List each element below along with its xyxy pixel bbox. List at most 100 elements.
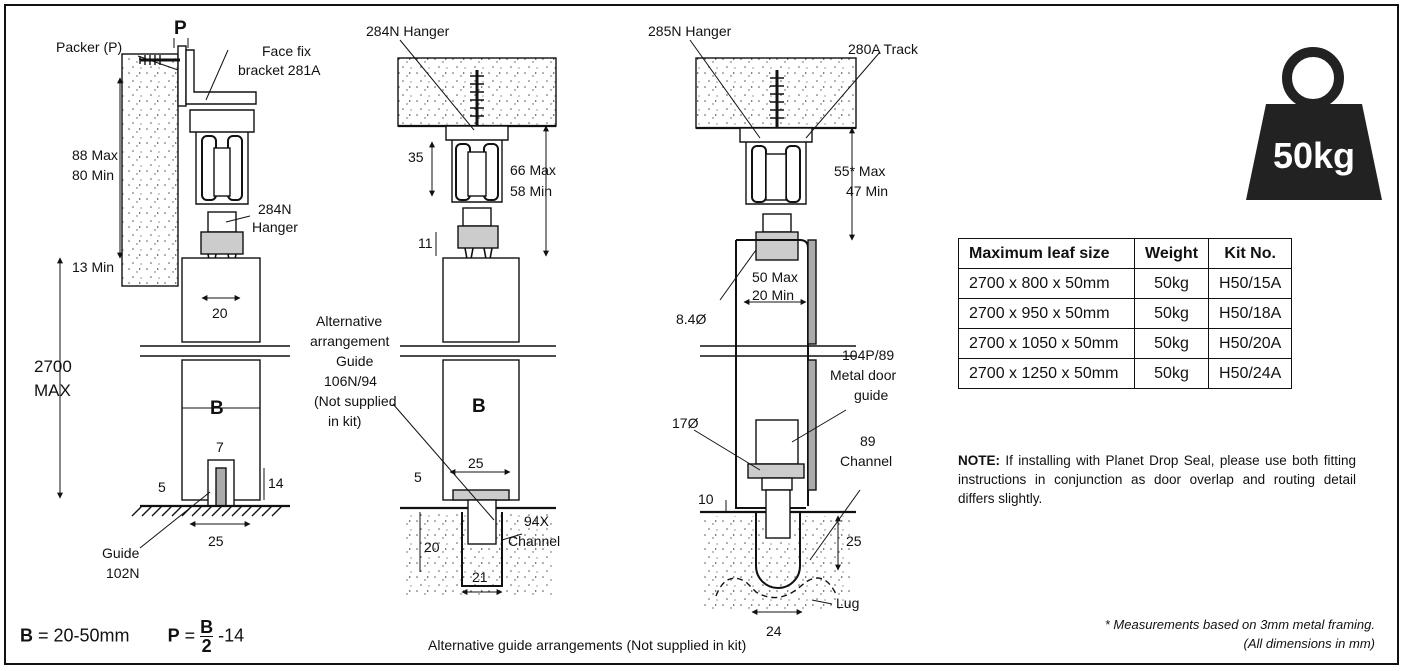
dim-66-label: 66 Max xyxy=(510,162,556,178)
face-fix-label-1: Face fix xyxy=(262,43,311,59)
track280-label: 280A Track xyxy=(848,41,919,57)
note-label: NOTE: xyxy=(958,453,1000,468)
bottom-caption: Alternative guide arrangements (Not supp… xyxy=(428,637,746,653)
dim-24-label: 24 xyxy=(766,623,782,639)
cell-weight: 50kg xyxy=(1133,358,1210,389)
cell-weight: 50kg xyxy=(1133,328,1210,359)
dim-2700-label-1: 2700 xyxy=(34,357,72,376)
cell-leaf-size: 2700 x 1050 x 50mm xyxy=(958,328,1135,359)
lug-label: Lug xyxy=(836,595,859,611)
dim-10-label: 10 xyxy=(698,491,714,507)
drawing-labels: P Packer (P) Face fix bracket 281A 284N … xyxy=(34,18,919,653)
hanger284-mid-label: 284N Hanger xyxy=(366,23,450,39)
formula-fraction: B 2 xyxy=(200,617,214,656)
alt-label-5: (Not supplied xyxy=(314,393,397,409)
drawing-frame xyxy=(4,4,1399,665)
alt-label-4: 106N/94 xyxy=(324,373,377,389)
cell-kit-no: H50/24A xyxy=(1208,358,1293,389)
middle-detail xyxy=(392,39,557,596)
table-row: 2700 x 950 x 50mm 50kg H50/18A xyxy=(958,298,1293,329)
dim-17-label: 17Ø xyxy=(672,415,699,431)
formula-p-symbol: P xyxy=(167,625,180,646)
mid-door-top xyxy=(442,257,520,343)
ch94-label-2: Channel xyxy=(508,533,560,549)
dim-5-mid-label: 5 xyxy=(414,469,422,485)
footnote: * Measurements based on 3mm metal framin… xyxy=(1105,615,1375,653)
cell-leaf-size: 2700 x 800 x 50mm xyxy=(958,268,1135,299)
lug-path xyxy=(715,577,837,599)
guide-label-1: Guide xyxy=(102,545,140,561)
hanger284-left-label-1: 284N xyxy=(258,201,291,217)
face-fix-label-2: bracket 281A xyxy=(238,62,321,78)
footnote-line-2: (All dimensions in mm) xyxy=(1243,636,1375,651)
note-text: If installing with Planet Drop Seal, ple… xyxy=(958,453,1356,506)
hanger285-label: 285N Hanger xyxy=(648,23,732,39)
dim-84-label: 8.4Ø xyxy=(676,311,706,327)
cell-leaf-size: 2700 x 1250 x 50mm xyxy=(958,358,1135,389)
hanger-plate xyxy=(200,231,244,255)
dim-55-label: 55* Max xyxy=(834,163,885,179)
dim-14-label: 14 xyxy=(268,475,284,491)
b-mid-label: B xyxy=(472,396,486,417)
alt-label-6: in kit) xyxy=(328,413,361,429)
formula-eq: = xyxy=(179,625,201,646)
dim-13-label: 13 Min xyxy=(72,259,114,275)
dim-25-right-label: 25 xyxy=(846,533,862,549)
dim-50-label: 50 Max xyxy=(752,269,798,285)
alt-label-3: Guide xyxy=(336,353,374,369)
dim-58-label: 58 Min xyxy=(510,183,552,199)
formula-denominator: 2 xyxy=(201,636,212,656)
mid-door-bottom xyxy=(442,359,520,501)
dim-25-left-label: 25 xyxy=(208,533,224,549)
cell-leaf-size: 2700 x 950 x 50mm xyxy=(958,298,1135,329)
weight-icon: 50kg xyxy=(1246,47,1382,200)
door-leaf-top xyxy=(181,257,261,343)
guide-label-2: 102N xyxy=(106,565,139,581)
installation-note: NOTE: If installing with Planet Drop Sea… xyxy=(958,451,1356,508)
formula-minus: -14 xyxy=(213,625,245,646)
formula-numerator: B xyxy=(200,617,214,637)
footnote-line-1: * Measurements based on 3mm metal framin… xyxy=(1104,617,1375,632)
dim-21-label: 21 xyxy=(472,569,488,585)
col-header-kit-no: Kit No. xyxy=(1208,238,1293,269)
col-header-weight: Weight xyxy=(1133,238,1210,269)
mdg-label-3: guide xyxy=(854,387,888,403)
face-fix-bracket xyxy=(185,49,257,105)
alt-label-2: arrangement xyxy=(310,333,389,349)
formula-b-symbol: B xyxy=(20,625,33,646)
right-detail xyxy=(689,39,881,615)
dim-20-mid-label: 20 xyxy=(424,539,440,555)
cell-kit-no: H50/15A xyxy=(1208,268,1293,299)
cell-kit-no: H50/18A xyxy=(1208,298,1293,329)
packer xyxy=(177,45,187,107)
cell-weight: 50kg xyxy=(1133,268,1210,299)
ch94-label-1: 94X xyxy=(524,513,550,529)
dim-5-left-label: 5 xyxy=(158,479,166,495)
left-detail xyxy=(57,38,290,549)
kit-spec-table: Maximum leaf size Weight Kit No. 2700 x … xyxy=(958,238,1293,389)
dim-25-mid-label: 25 xyxy=(468,455,484,471)
dim-47-label: 47 Min xyxy=(846,183,888,199)
dim-7-label: 7 xyxy=(216,439,224,455)
wall-section xyxy=(121,53,179,287)
dim-35-label: 35 xyxy=(408,149,424,165)
dim-2700-label-2: MAX xyxy=(34,381,71,400)
cell-weight: 50kg xyxy=(1133,298,1210,329)
dim-20-label: 20 xyxy=(212,305,228,321)
formula-b-range: = 20-50mm xyxy=(33,625,130,646)
col-header-leaf-size: Maximum leaf size xyxy=(958,238,1135,269)
b-left-label: B xyxy=(210,398,224,419)
alt-label-1: Alternative xyxy=(316,313,382,329)
ch89-label-1: 89 xyxy=(860,433,876,449)
formula: B = 20-50mm P = B 2 -14 xyxy=(20,618,244,655)
dim-20-right-label: 20 Min xyxy=(752,287,794,303)
hanger284-left-label-2: Hanger xyxy=(252,219,298,235)
table-row: 2700 x 1050 x 50mm 50kg H50/20A xyxy=(958,328,1293,359)
dim-11-label: 11 xyxy=(418,235,433,251)
weight-label: 50kg xyxy=(1273,135,1355,176)
dim-80-label: 80 Min xyxy=(72,167,114,183)
ch89-label-2: Channel xyxy=(840,453,892,469)
mdg-label-1: 104P/89 xyxy=(842,347,894,363)
table-row: 2700 x 1250 x 50mm 50kg H50/24A xyxy=(958,358,1293,389)
